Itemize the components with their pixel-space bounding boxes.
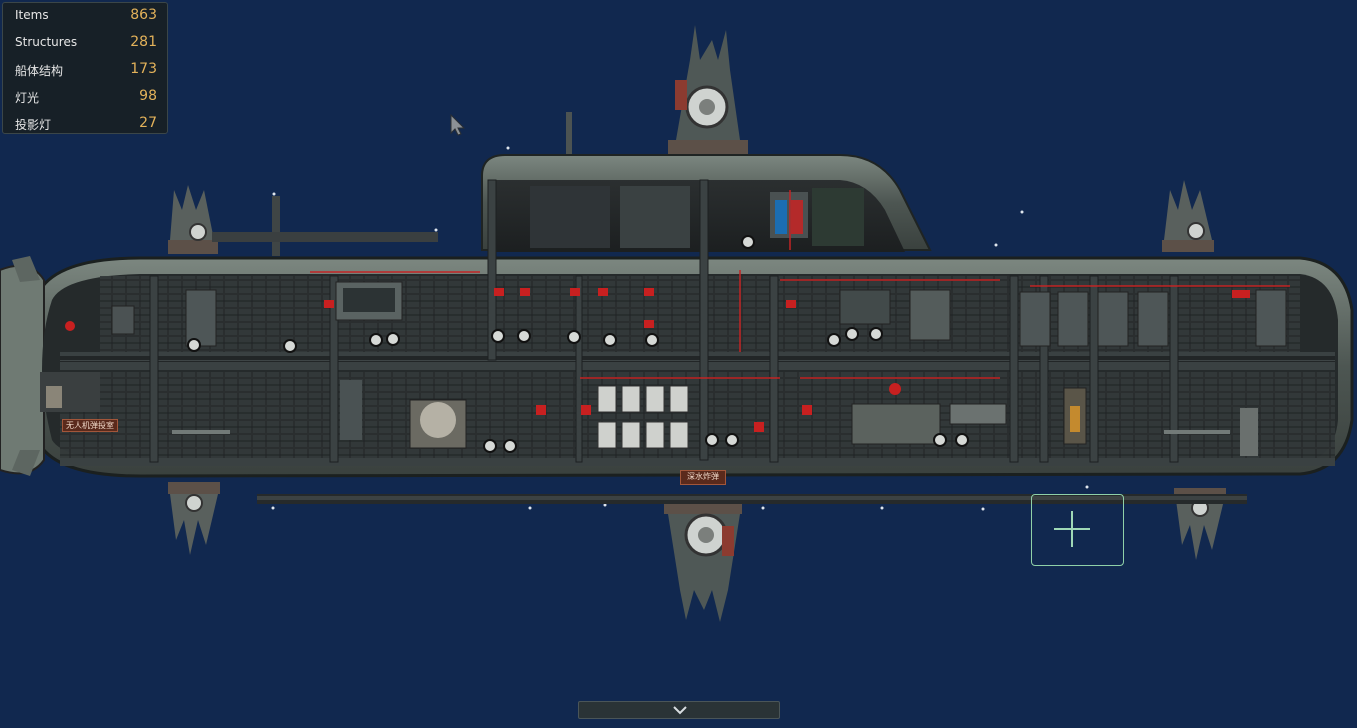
stat-label: 投影灯 [15, 118, 52, 132]
stat-row-structures: Structures 281 [3, 30, 169, 57]
stat-row-items: Items 863 [3, 3, 169, 30]
stat-label: 灯光 [15, 91, 40, 105]
stat-row-hull: 船体结构 173 [3, 57, 169, 84]
chevron-down-icon [673, 706, 687, 715]
stat-value: 281 [130, 34, 157, 50]
stat-label: Items [15, 8, 49, 22]
stat-row-spotlights: 投影灯 27 [3, 111, 169, 138]
bottom-panel-toggle[interactable] [578, 701, 780, 719]
stat-label: 船体结构 [15, 64, 64, 78]
wiring [310, 190, 1290, 379]
locker-bank [597, 385, 689, 449]
pressure-gauges [187, 235, 969, 453]
stat-value: 27 [139, 115, 157, 131]
selection-box[interactable] [1031, 494, 1124, 566]
top-right-turret[interactable] [1162, 180, 1214, 252]
pointer-arrow-icon [450, 114, 466, 136]
entity-stats-panel: Items 863 Structures 281 船体结构 173 灯光 98 … [2, 2, 168, 134]
room-label-depth-charge: 深水炸弹 [680, 470, 726, 485]
stat-row-lights: 灯光 98 [3, 84, 169, 111]
water-particles [271, 146, 1089, 511]
bottom-turret[interactable] [664, 500, 742, 622]
room-label-drone-bay: 无人机弹投室 [62, 419, 118, 432]
stat-value: 863 [130, 7, 157, 23]
stat-label: Structures [15, 35, 78, 49]
warning-signs [65, 288, 1250, 432]
top-turret[interactable] [668, 25, 748, 154]
bottom-left-turret[interactable] [168, 482, 220, 555]
stat-value: 173 [130, 61, 157, 77]
stat-value: 98 [139, 88, 157, 104]
top-left-turret[interactable] [168, 185, 218, 254]
bulkheads [149, 179, 1179, 463]
